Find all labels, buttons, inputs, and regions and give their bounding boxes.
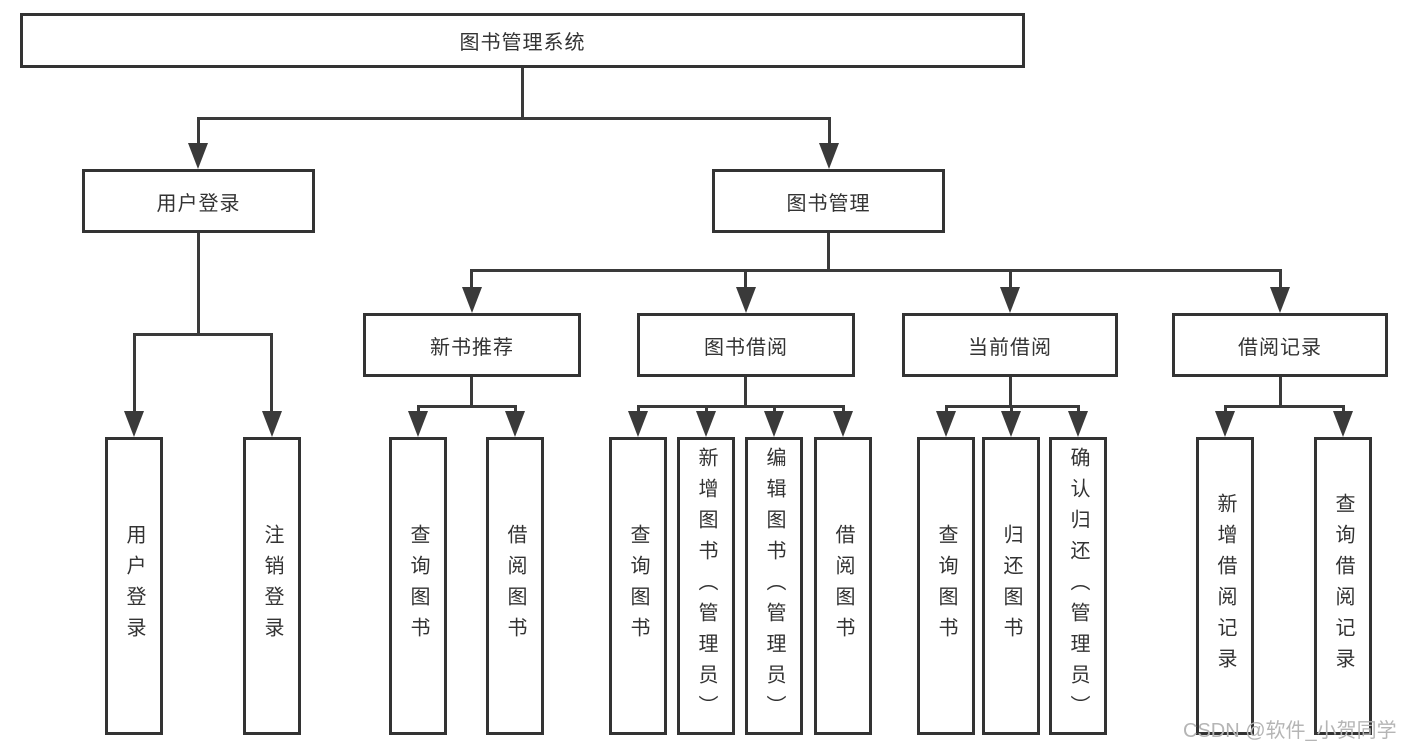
arrow-down-icon <box>124 411 144 437</box>
connector-line <box>744 377 747 408</box>
leaf-label: 归还图书 <box>1000 524 1022 648</box>
arrow-down-icon <box>188 143 208 169</box>
connector-line <box>133 333 273 336</box>
connector-line <box>470 377 473 408</box>
connector-line <box>197 117 200 147</box>
arrow-down-icon <box>262 411 282 437</box>
arrow-down-icon <box>1215 411 1235 437</box>
connector-line <box>637 405 640 414</box>
connector-line <box>1009 377 1012 408</box>
leaf-label: 查询图书 <box>627 524 649 648</box>
arrow-down-icon <box>819 143 839 169</box>
connector-line <box>417 405 420 414</box>
connector-line <box>270 333 273 413</box>
leaf-user-login: 用户登录 <box>105 437 163 735</box>
node-user-login: 用户登录 <box>82 169 315 233</box>
arrow-down-icon <box>1068 411 1088 437</box>
connector-line <box>827 233 830 272</box>
leaf-query-books-current: 查询图书 <box>917 437 975 735</box>
arrow-down-icon <box>736 287 756 313</box>
leaf-return-book: 归还图书 <box>982 437 1040 735</box>
arrow-down-icon <box>628 411 648 437</box>
node-label: 图书借阅 <box>704 336 788 359</box>
connector-line <box>744 269 747 291</box>
node-borrowing-records: 借阅记录 <box>1172 313 1388 377</box>
arrow-down-icon <box>505 411 525 437</box>
csdn-watermark: CSDN @软件_小贺同学 <box>1183 720 1397 742</box>
connector-line <box>470 269 1281 272</box>
arrow-down-icon <box>1000 287 1020 313</box>
leaf-query-books-recommend: 查询图书 <box>389 437 447 735</box>
connector-line <box>1279 269 1282 291</box>
leaf-logout-login: 注销登录 <box>243 437 301 735</box>
arrow-down-icon <box>1270 287 1290 313</box>
leaf-label: 借阅图书 <box>832 524 854 648</box>
arrow-down-icon <box>408 411 428 437</box>
leaf-edit-book-admin: 编辑图书（管理员） <box>745 437 803 735</box>
connector-line <box>514 405 517 414</box>
leaf-borrow-books-recommend: 借阅图书 <box>486 437 544 735</box>
leaf-confirm-return-admin: 确认归还（管理员） <box>1049 437 1107 735</box>
connector-line <box>1224 405 1345 408</box>
leaf-add-book-admin: 新增图书（管理员） <box>677 437 735 735</box>
connector-line <box>828 117 831 147</box>
connector-line <box>1009 269 1012 291</box>
leaf-label: 查询图书 <box>935 524 957 648</box>
leaf-label: 注销登录 <box>261 524 283 648</box>
connector-line <box>133 333 136 413</box>
connector-line <box>417 405 517 408</box>
arrow-down-icon <box>764 411 784 437</box>
connector-line <box>637 405 845 408</box>
arrow-down-icon <box>833 411 853 437</box>
arrow-down-icon <box>1001 411 1021 437</box>
leaf-label: 用户登录 <box>123 524 145 648</box>
node-book-borrowing: 图书借阅 <box>637 313 855 377</box>
node-label: 图书管理 <box>786 192 871 215</box>
leaf-label: 确认归还（管理员） <box>1067 446 1089 726</box>
node-label: 新书推荐 <box>430 336 514 359</box>
connector-line <box>842 405 845 414</box>
connector-line <box>197 233 200 336</box>
node-new-book-recommendation: 新书推荐 <box>363 313 581 377</box>
connector-line <box>197 117 831 120</box>
arrow-down-icon <box>1333 411 1353 437</box>
connector-line <box>945 405 948 414</box>
node-label: 图书管理系统 <box>459 32 586 54</box>
connector-line <box>1279 377 1282 408</box>
node-book-management: 图书管理 <box>712 169 945 233</box>
leaf-add-borrow-record: 新增借阅记录 <box>1196 437 1254 735</box>
arrow-down-icon <box>696 411 716 437</box>
leaf-label: 借阅图书 <box>504 524 526 648</box>
connector-line <box>1077 405 1080 414</box>
leaf-label: 查询借阅记录 <box>1332 493 1354 679</box>
connector-line <box>773 405 776 414</box>
connector-line <box>1010 405 1013 414</box>
node-label: 用户登录 <box>156 192 241 215</box>
arrow-down-icon <box>936 411 956 437</box>
leaf-query-books-borrowing: 查询图书 <box>609 437 667 735</box>
leaf-label: 新增图书（管理员） <box>695 446 717 726</box>
connector-line <box>521 68 524 120</box>
node-label: 当前借阅 <box>968 336 1052 359</box>
node-current-borrowing: 当前借阅 <box>902 313 1118 377</box>
connector-line <box>1224 405 1227 414</box>
leaf-label: 查询图书 <box>407 524 429 648</box>
node-library-management-system: 图书管理系统 <box>20 13 1025 68</box>
arrow-down-icon <box>462 287 482 313</box>
node-label: 借阅记录 <box>1238 336 1322 359</box>
leaf-label: 编辑图书（管理员） <box>763 446 785 726</box>
leaf-query-borrow-record: 查询借阅记录 <box>1314 437 1372 735</box>
leaf-label: 新增借阅记录 <box>1214 493 1236 679</box>
connector-line <box>1342 405 1345 414</box>
connector-line <box>470 269 473 291</box>
leaf-borrow-books-borrowing: 借阅图书 <box>814 437 872 735</box>
connector-line <box>705 405 708 414</box>
